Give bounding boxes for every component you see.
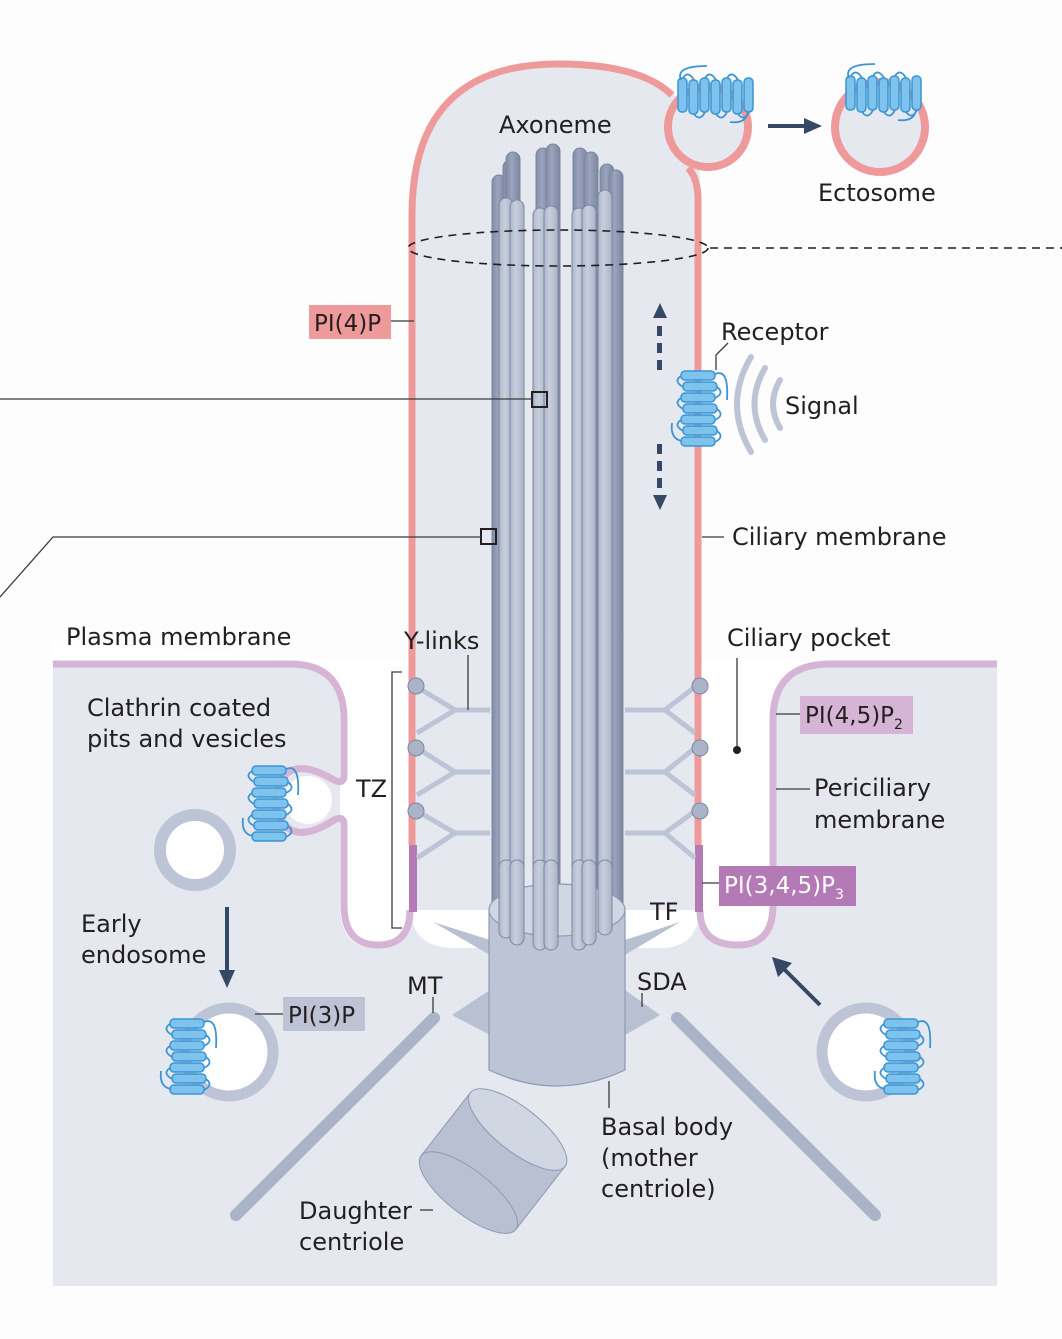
tz-label: TZ <box>355 775 387 803</box>
mt-label: MT <box>407 972 443 1000</box>
tf-label: TF <box>649 898 678 926</box>
ectosome <box>831 63 929 176</box>
receptor-label: Receptor <box>721 318 829 346</box>
budding-vesicle <box>664 65 754 171</box>
periciliary-label-1: Periciliary <box>814 774 931 802</box>
tag-pi4p: PI(4)P <box>309 305 391 339</box>
subdistal-appendages <box>452 990 490 1035</box>
ciliary-membrane-left <box>408 60 675 845</box>
endocytic-vesicle <box>154 809 236 891</box>
basal-body-label-2: (mother <box>601 1144 698 1172</box>
signal-label: Signal <box>785 392 859 420</box>
periciliary-label-2: membrane <box>814 806 945 834</box>
arrow-head-icon <box>772 957 792 977</box>
daughter-centriole-label-2: centriole <box>299 1228 404 1256</box>
tag-pi45p2: PI(4,5)P2 <box>800 696 913 734</box>
early-endosome-label-2: endosome <box>81 941 206 969</box>
clathrin-label-1: Clathrin coated <box>87 694 271 722</box>
ciliary-membrane-label: Ciliary membrane <box>732 523 946 551</box>
axoneme <box>491 143 624 951</box>
svg-text:PI(3)P: PI(3)P <box>288 1003 355 1029</box>
microtubule-left <box>230 1012 440 1221</box>
clathrin-label-2: pits and vesicles <box>87 725 287 753</box>
arrow-head-icon <box>219 970 235 988</box>
arrow-head-icon <box>804 118 822 134</box>
basal-body-label-3: centriole) <box>601 1175 716 1203</box>
daughter-centriole <box>418 1088 568 1234</box>
svg-text:PI(4,5)P2: PI(4,5)P2 <box>805 703 903 733</box>
signal-waves-icon <box>734 354 783 455</box>
basal-body-label-1: Basal body <box>601 1113 733 1141</box>
ectosome-label: Ectosome <box>818 179 936 207</box>
axoneme-base <box>498 859 613 951</box>
transport-arrows <box>653 303 667 510</box>
svg-text:PI(4)P: PI(4)P <box>314 311 381 337</box>
leader-lines <box>255 320 810 1211</box>
tag-pi3p: PI(3)P <box>283 997 365 1031</box>
y-links-label: Y-links <box>403 627 479 655</box>
microtubule-right <box>671 1012 881 1221</box>
recycling-arrow <box>781 966 822 1007</box>
ciliary-membrane-right <box>685 165 702 845</box>
cross-section-ring <box>407 229 709 267</box>
transition-fibers <box>433 922 490 955</box>
svg-text:PI(3,4,5)P3: PI(3,4,5)P3 <box>724 873 844 903</box>
early-endosome-label-1: Early <box>81 910 142 938</box>
plasma-membrane-label: Plasma membrane <box>66 623 291 651</box>
y-link-beads <box>407 677 709 820</box>
axoneme-label: Axoneme <box>499 111 612 139</box>
sda-label: SDA <box>637 968 687 996</box>
ciliary-pocket-label: Ciliary pocket <box>727 624 891 652</box>
y-links <box>415 684 697 861</box>
plasma-membrane-right <box>696 660 997 949</box>
tag-pi345p3: PI(3,4,5)P3 <box>719 866 856 906</box>
daughter-centriole-label-1: Daughter <box>299 1197 412 1225</box>
